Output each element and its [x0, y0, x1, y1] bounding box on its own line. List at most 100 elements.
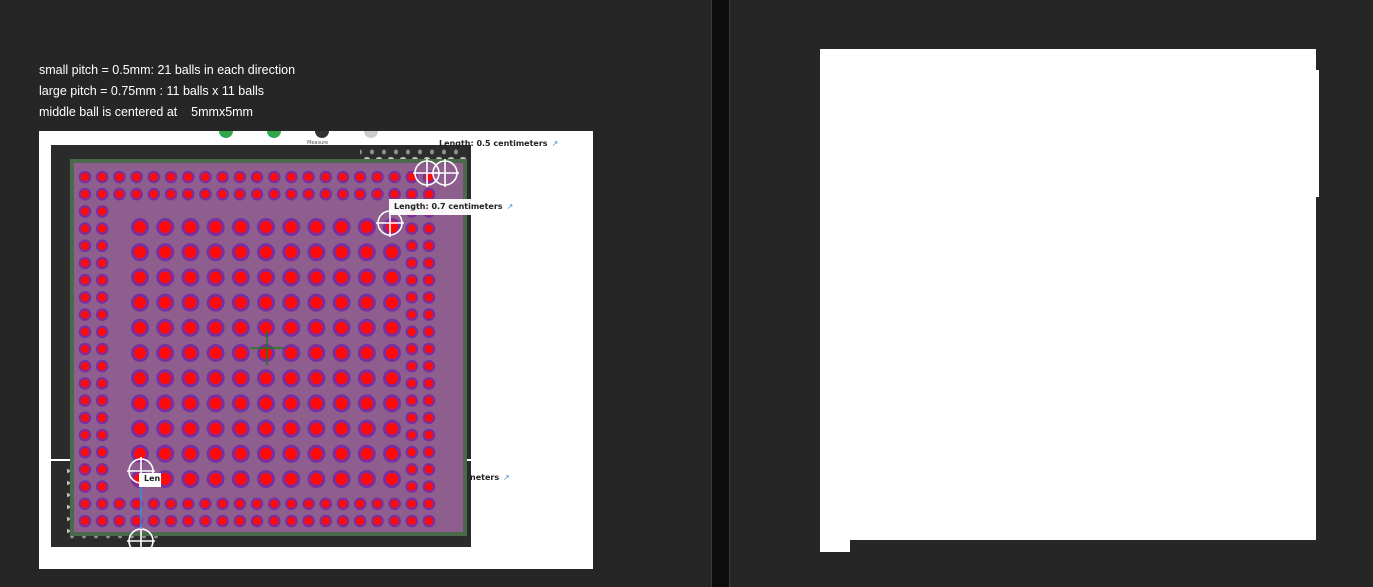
- large-pitch-ball: [282, 344, 301, 362]
- large-pitch-ball: [206, 293, 225, 312]
- large-pitch-ball: [257, 369, 275, 388]
- large-pitch-ball: [307, 444, 326, 463]
- bga-package-image[interactable]: Measure Length: 0.5 centimeters↗ Length:…: [39, 131, 593, 569]
- small-pitch-ball: [181, 170, 195, 184]
- small-pitch-ball: [78, 325, 92, 339]
- small-pitch-ball: [302, 187, 315, 201]
- large-pitch-ball: [307, 419, 326, 438]
- large-pitch-ball: [383, 268, 401, 287]
- large-pitch-ball: [257, 470, 275, 488]
- large-pitch-ball: [357, 293, 376, 312]
- large-pitch-ball: [332, 344, 351, 362]
- external-link-icon[interactable]: ↗: [506, 202, 514, 211]
- small-pitch-ball: [130, 187, 143, 201]
- small-pitch-ball: [422, 256, 436, 270]
- large-pitch-ball: [332, 419, 351, 438]
- large-pitch-ball: [156, 218, 175, 236]
- large-pitch-ball: [257, 318, 275, 337]
- external-link-icon[interactable]: ↗: [503, 473, 510, 482]
- small-pitch-ball: [233, 170, 247, 184]
- large-pitch-ball: [282, 419, 301, 438]
- small-pitch-ball: [388, 514, 401, 528]
- small-pitch-ball: [405, 187, 419, 201]
- large-pitch-ball: [206, 218, 225, 236]
- toolbar-dot-grey: [364, 131, 378, 138]
- small-pitch-ball: [422, 273, 436, 287]
- large-pitch-ball: [257, 243, 275, 262]
- large-pitch-ball: [156, 419, 175, 438]
- small-pitch-ball: [95, 497, 109, 511]
- small-pitch-ball: [78, 205, 92, 218]
- large-pitch-ball: [282, 243, 301, 262]
- small-pitch-ball: [78, 394, 92, 407]
- large-pitch-ball: [257, 293, 275, 312]
- small-pitch-ball: [371, 170, 384, 184]
- large-pitch-ball: [206, 344, 225, 362]
- small-pitch-ball: [336, 497, 350, 511]
- small-pitch-ball: [113, 170, 126, 184]
- large-pitch-ball: [383, 344, 401, 362]
- large-pitch-ball: [231, 470, 250, 488]
- small-pitch-ball: [216, 514, 229, 528]
- large-pitch-ball: [332, 243, 351, 262]
- small-pitch-ball: [113, 514, 126, 528]
- large-pitch-ball: [131, 243, 149, 262]
- measurement-label-3: neters↗: [470, 473, 510, 482]
- measurement-2-text: Length: 0.7 centimeters: [394, 202, 503, 211]
- small-pitch-ball: [78, 514, 92, 528]
- small-pitch-ball: [78, 428, 92, 442]
- large-pitch-ball: [156, 394, 175, 413]
- large-pitch-ball: [383, 318, 401, 337]
- small-pitch-ball: [78, 377, 92, 390]
- small-pitch-ball: [405, 342, 419, 356]
- large-pitch-ball: [131, 218, 149, 236]
- small-pitch-ball: [371, 497, 384, 511]
- large-pitch-ball: [156, 344, 175, 362]
- small-pitch-ball: [164, 187, 178, 201]
- large-pitch-ball: [383, 419, 401, 438]
- large-pitch-ball: [156, 318, 175, 337]
- small-pitch-ball: [405, 325, 419, 339]
- small-pitch-ball: [199, 187, 212, 201]
- small-pitch-ball: [267, 187, 281, 201]
- small-pitch-ball: [95, 342, 109, 356]
- large-pitch-ball: [282, 318, 301, 337]
- blank-page-canvas[interactable]: [820, 49, 1316, 540]
- small-pitch-ball: [388, 187, 401, 201]
- small-pitch-ball: [285, 497, 298, 511]
- large-pitch-ball: [181, 293, 200, 312]
- toolbar-measure-label: Measure: [307, 140, 329, 146]
- measurement-label-2: Length: 0.7 centimeters↗: [394, 202, 513, 211]
- small-pitch-ball: [336, 170, 350, 184]
- small-pitch-ball: [422, 377, 436, 390]
- notes-text-block: small pitch = 0.5mm: 21 balls in each di…: [39, 60, 295, 123]
- measurement-label-4: Len: [144, 474, 161, 483]
- pane-splitter[interactable]: [711, 0, 730, 587]
- large-pitch-ball: [282, 394, 301, 413]
- large-pitch-ball: [206, 268, 225, 287]
- large-pitch-ball: [131, 293, 149, 312]
- small-pitch-ball: [405, 377, 419, 390]
- large-pitch-ball: [357, 243, 376, 262]
- large-pitch-ball: [357, 470, 376, 488]
- small-pitch-ball: [285, 187, 298, 201]
- small-pitch-ball: [199, 497, 212, 511]
- small-pitch-ball: [405, 463, 419, 476]
- large-pitch-ball: [357, 268, 376, 287]
- large-pitch-ball: [181, 344, 200, 362]
- small-pitch-ball: [95, 239, 109, 253]
- small-pitch-ball: [233, 497, 247, 511]
- small-pitch-ball: [250, 170, 264, 184]
- external-link-icon[interactable]: ↗: [551, 139, 559, 148]
- large-pitch-ball: [332, 470, 351, 488]
- large-pitch-ball: [332, 444, 351, 463]
- small-pitch-ball: [95, 428, 109, 442]
- large-pitch-ball: [231, 318, 250, 337]
- large-pitch-ball: [357, 344, 376, 362]
- large-pitch-ball: [307, 318, 326, 337]
- large-pitch-ball: [383, 293, 401, 312]
- small-pitch-ball: [319, 497, 333, 511]
- small-pitch-ball: [422, 239, 436, 253]
- small-pitch-ball: [95, 273, 109, 287]
- small-pitch-ball: [302, 514, 315, 528]
